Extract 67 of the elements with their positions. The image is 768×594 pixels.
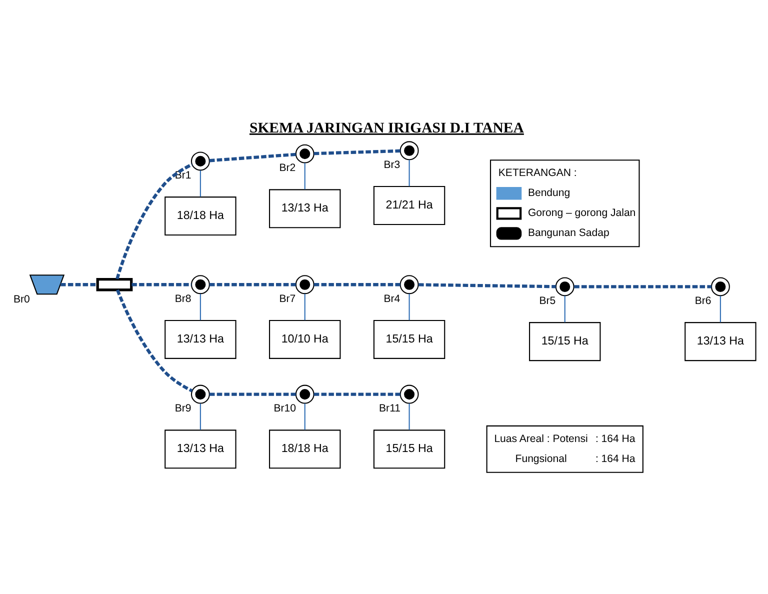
node-circle xyxy=(190,275,210,294)
connector xyxy=(304,162,305,190)
node-box: 21/21 Ha xyxy=(372,186,445,226)
node-box: 18/18 Ha xyxy=(268,430,340,469)
node-box: 13/13 Ha xyxy=(164,320,236,359)
label: Luas Areal : Potensi xyxy=(494,432,588,445)
node-label: Br0 xyxy=(12,294,30,306)
node-box: 15/15 Ha xyxy=(372,430,445,469)
node-label: Br7 xyxy=(278,293,296,306)
node-circle xyxy=(710,277,730,296)
node-label: Br3 xyxy=(383,159,400,172)
connector xyxy=(199,403,200,430)
connector xyxy=(131,283,191,286)
node-label: Br11 xyxy=(378,402,400,415)
connector xyxy=(209,283,296,286)
connector xyxy=(313,392,400,396)
node-label: Br5 xyxy=(538,295,556,308)
node-circle xyxy=(399,141,418,160)
node-label: Br10 xyxy=(273,402,296,415)
connector xyxy=(313,149,400,156)
label: : 164 Ha xyxy=(594,432,635,445)
node-circle xyxy=(399,275,418,294)
connector xyxy=(564,296,565,322)
connector xyxy=(408,160,410,186)
connector xyxy=(304,294,305,320)
node-box: 13/13 Ha xyxy=(268,189,340,228)
node-box: 13/13 Ha xyxy=(684,322,756,362)
connector xyxy=(313,283,400,286)
node-circle xyxy=(399,384,418,404)
label: KETERANGAN : xyxy=(498,166,576,179)
connector xyxy=(199,170,200,197)
node-circle xyxy=(294,144,314,164)
node-label: Br2 xyxy=(278,162,296,174)
connector xyxy=(719,296,720,322)
connector xyxy=(408,294,410,320)
node-box: 18/18 Ha xyxy=(164,196,236,236)
node-circle xyxy=(190,152,210,171)
connector xyxy=(408,403,410,430)
connector xyxy=(418,283,556,288)
connector xyxy=(208,152,296,162)
legend-label: Gorong – gorong Jalan xyxy=(527,207,636,220)
node-box: 10/10 Ha xyxy=(268,320,340,359)
node-circle xyxy=(294,275,314,294)
node-label: Br4 xyxy=(383,293,400,306)
node-box: 15/15 Ha xyxy=(372,320,445,359)
node-weir xyxy=(28,274,64,295)
node-bar xyxy=(96,278,132,292)
node-circle xyxy=(190,384,210,404)
node-label: Br6 xyxy=(694,295,711,308)
legend-label: Bangunan Sadap xyxy=(527,227,609,240)
label: : 164 Ha xyxy=(594,452,635,465)
node-label: Br9 xyxy=(174,402,191,415)
label: Fungsional xyxy=(514,452,566,465)
node-circle xyxy=(294,384,314,404)
connector xyxy=(304,403,305,430)
connector xyxy=(574,285,711,288)
connector xyxy=(116,289,192,392)
connector xyxy=(60,283,97,286)
node-box: 13/13 Ha xyxy=(164,430,236,469)
node-label: Br8 xyxy=(174,293,191,306)
connector xyxy=(115,163,192,280)
legend-label: Bendung xyxy=(527,187,570,200)
node-box: 15/15 Ha xyxy=(528,322,600,362)
connector xyxy=(209,392,296,396)
node-circle xyxy=(554,277,574,296)
diagram-title: SKEMA JARINGAN IRIGASI D.I TANEA xyxy=(248,120,524,136)
connector xyxy=(199,294,200,320)
